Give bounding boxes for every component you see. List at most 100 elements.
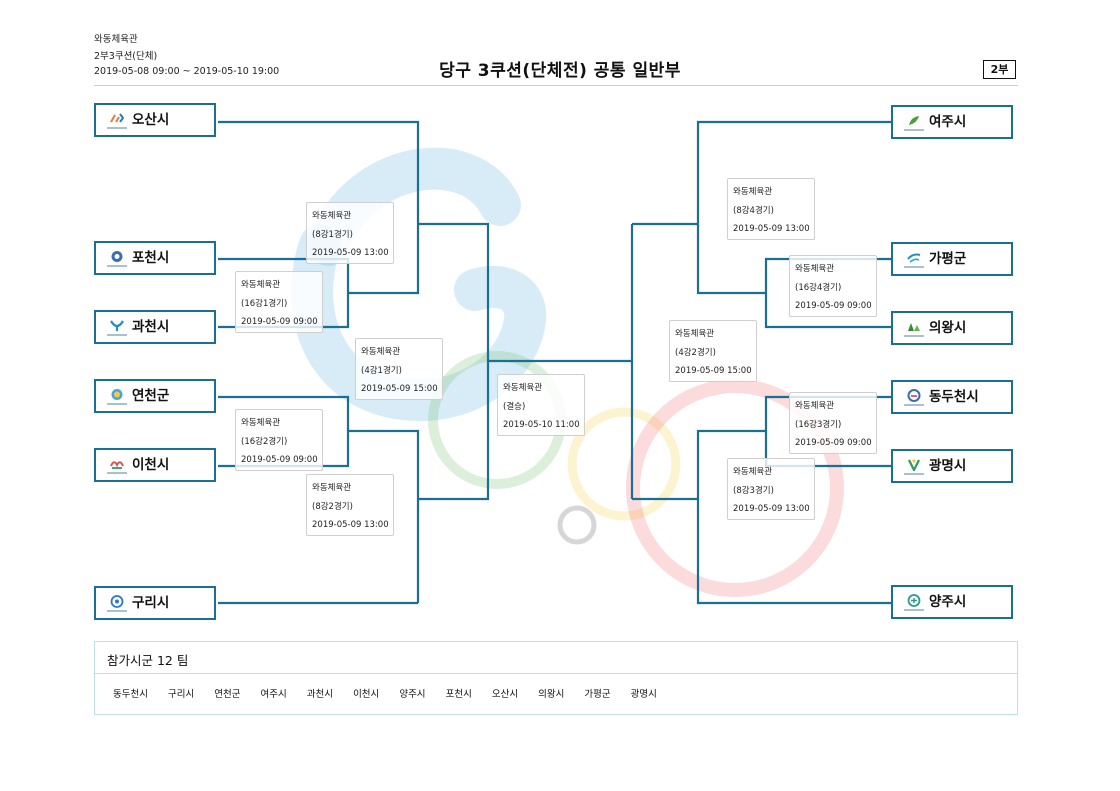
match-time: 2019-05-09 15:00 — [675, 366, 752, 376]
match-round: (8강4경기) — [733, 205, 774, 216]
city-emblem-icon — [106, 316, 128, 338]
match-info-box[interactable]: 와동체육관 (결승) 2019-05-10 11:00 — [497, 374, 585, 436]
city-emblem-icon — [903, 455, 925, 477]
match-venue: 와동체육관 — [733, 187, 773, 197]
participant-name: 이천시 — [353, 689, 380, 700]
team-box[interactable]: 구리시 — [94, 586, 216, 620]
event-label: 2부3쿠션(단체) — [94, 51, 158, 62]
match-round: (8강1경기) — [312, 229, 353, 240]
team-name: 양주시 — [929, 594, 967, 610]
city-emblem-icon — [106, 454, 128, 476]
match-info-box[interactable]: 와동체육관 (16강3경기) 2019-05-09 09:00 — [789, 392, 877, 454]
match-round: (4강1경기) — [361, 365, 402, 376]
participant-name: 광명시 — [630, 689, 657, 700]
panel-divider — [95, 673, 1017, 674]
city-emblem-icon — [106, 247, 128, 269]
city-emblem-icon — [106, 592, 128, 614]
participant-name: 여주시 — [260, 689, 287, 700]
city-emblem-icon — [903, 111, 925, 133]
bracket-line — [696, 429, 891, 605]
participant-name: 양주시 — [399, 689, 426, 700]
participants-panel: 참가시군 12 팀 동두천시 구리시 연천군 여주시 과천시 이천시 양주시 포… — [94, 641, 1018, 715]
match-time: 2019-05-09 09:00 — [241, 317, 318, 327]
team-name: 연천군 — [132, 388, 170, 404]
match-venue: 와동체육관 — [795, 401, 835, 411]
team-box[interactable]: 동두천시 — [891, 380, 1013, 414]
city-emblem-icon — [903, 591, 925, 613]
city-emblem-icon — [106, 109, 128, 131]
match-info-box[interactable]: 와동체육관 (8강1경기) 2019-05-09 13:00 — [306, 202, 394, 264]
match-venue: 와동체육관 — [241, 280, 281, 290]
match-round: (4강2경기) — [675, 347, 716, 358]
team-box[interactable]: 가평군 — [891, 242, 1013, 276]
match-round: (16강3경기) — [795, 419, 842, 430]
match-time: 2019-05-09 15:00 — [361, 384, 438, 394]
match-info-box[interactable]: 와동체육관 (16강4경기) 2019-05-09 09:00 — [789, 255, 877, 317]
match-round: (8강2경기) — [312, 501, 353, 512]
city-emblem-icon — [903, 386, 925, 408]
header-divider — [94, 85, 1018, 86]
match-info-box[interactable]: 와동체육관 (8강3경기) 2019-05-09 13:00 — [727, 458, 815, 520]
match-venue: 와동체육관 — [361, 347, 401, 357]
match-round: (16강1경기) — [241, 298, 288, 309]
participant-name: 과천시 — [306, 689, 334, 700]
participants-list: 동두천시 구리시 연천군 여주시 과천시 이천시 양주시 포천시 오산시 의왕시… — [113, 686, 674, 700]
match-time: 2019-05-09 13:00 — [312, 248, 389, 258]
match-time: 2019-05-09 13:00 — [312, 520, 389, 530]
match-round: (16강2경기) — [241, 436, 288, 447]
participants-title: 참가시군 12 팀 — [107, 653, 189, 668]
match-time: 2019-05-09 09:00 — [795, 301, 872, 311]
city-emblem-icon — [903, 248, 925, 270]
match-venue: 와동체육관 — [312, 483, 352, 493]
match-time: 2019-05-09 13:00 — [733, 504, 810, 514]
match-info-box[interactable]: 와동체육관 (8강2경기) 2019-05-09 13:00 — [306, 474, 394, 536]
team-box[interactable]: 광명시 — [891, 449, 1013, 483]
bracket-line — [218, 120, 420, 295]
team-box[interactable]: 여주시 — [891, 105, 1013, 139]
team-box[interactable]: 이천시 — [94, 448, 216, 482]
team-box[interactable]: 의왕시 — [891, 311, 1013, 345]
team-name: 가평군 — [929, 251, 967, 267]
match-round: (결승) — [503, 401, 526, 412]
page-title: 당구 3쿠션(단체전) 공통 일반부 — [439, 61, 681, 81]
match-time: 2019-05-10 11:00 — [503, 420, 580, 430]
team-name: 동두천시 — [929, 389, 979, 405]
team-box[interactable]: 오산시 — [94, 103, 216, 137]
match-info-box[interactable]: 와동체육관 (4강1경기) 2019-05-09 15:00 — [355, 338, 443, 400]
team-box[interactable]: 연천군 — [94, 379, 216, 413]
match-venue: 와동체육관 — [733, 467, 773, 477]
match-info-box[interactable]: 와동체육관 (16강2경기) 2019-05-09 09:00 — [235, 409, 323, 471]
match-round: (16강4경기) — [795, 282, 842, 293]
team-name: 의왕시 — [929, 320, 967, 336]
team-box[interactable]: 과천시 — [94, 310, 216, 344]
match-info-box[interactable]: 와동체육관 (16강1경기) 2019-05-09 09:00 — [235, 271, 323, 333]
participant-name: 의왕시 — [538, 689, 565, 700]
venue-label: 와동체육관 — [94, 34, 138, 45]
bracket-line — [348, 429, 420, 603]
match-venue: 와동체육관 — [795, 264, 835, 274]
match-time: 2019-05-09 09:00 — [241, 455, 318, 465]
match-round: (8강3경기) — [733, 485, 774, 496]
city-emblem-icon — [903, 317, 925, 339]
team-name: 광명시 — [929, 458, 967, 474]
team-box[interactable]: 양주시 — [891, 585, 1013, 619]
team-name: 포천시 — [132, 250, 170, 266]
participant-name: 구리시 — [168, 689, 195, 700]
match-venue: 와동체육관 — [675, 329, 715, 339]
participant-name: 연천군 — [214, 689, 241, 700]
participant-name: 가평군 — [584, 689, 611, 700]
participant-name: 포천시 — [445, 689, 472, 700]
team-box[interactable]: 포천시 — [94, 241, 216, 275]
match-info-box[interactable]: 와동체육관 (4강2경기) 2019-05-09 15:00 — [669, 320, 757, 382]
participant-name: 오산시 — [491, 689, 519, 700]
division-badge: 2부 — [983, 60, 1016, 79]
team-name: 이천시 — [132, 457, 170, 473]
match-venue: 와동체육관 — [241, 418, 281, 428]
bracket-line — [696, 120, 891, 295]
team-name: 구리시 — [132, 595, 170, 611]
period-label: 2019-05-08 09:00 ~ 2019-05-10 19:00 — [94, 66, 280, 77]
team-name: 오산시 — [132, 112, 170, 128]
match-venue: 와동체육관 — [503, 383, 543, 393]
participant-name: 동두천시 — [113, 689, 148, 700]
match-info-box[interactable]: 와동체육관 (8강4경기) 2019-05-09 13:00 — [727, 178, 815, 240]
